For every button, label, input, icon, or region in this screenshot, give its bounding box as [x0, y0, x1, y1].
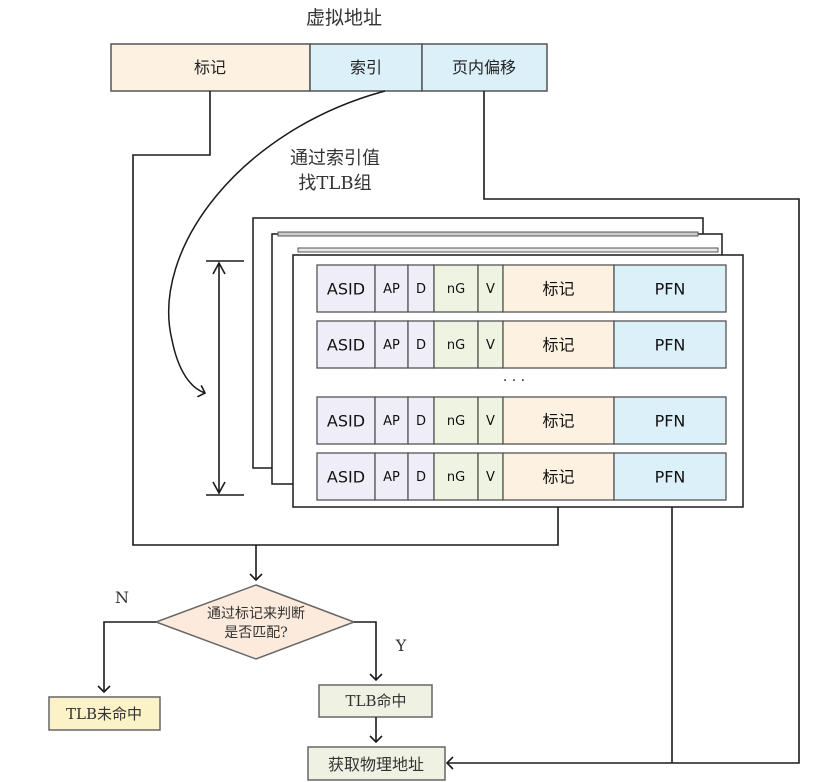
- va-field-tag: [110, 43, 311, 92]
- entry-field-ap-label: AP: [383, 470, 400, 485]
- entry-field-ap-label: AP: [383, 338, 400, 353]
- entry-field-pfn: [613, 396, 727, 445]
- entry-field-asid: [316, 264, 376, 313]
- decision-line1: 通过标记来判断: [207, 606, 305, 622]
- entry-field-tag: [502, 320, 615, 369]
- entry-field-pfn: [613, 320, 727, 369]
- entry-field-pfn-label: PFN: [655, 411, 686, 430]
- get-physical-address-label: 获取物理地址: [328, 755, 424, 774]
- va-tag-label: 标记: [194, 58, 226, 77]
- entry-field-tag-label: 标记: [542, 411, 574, 430]
- entry-field-d: [407, 264, 435, 313]
- tlb-miss-label: TLB未命中: [66, 705, 142, 723]
- entry-field-asid: [316, 396, 376, 445]
- entry-field-ap-label: AP: [383, 282, 400, 297]
- entry-field-asid: [316, 452, 376, 501]
- entry-field-ng-label: nG: [447, 414, 465, 429]
- va-field-index: [309, 43, 423, 92]
- tlb-hit-label: TLB命中: [346, 692, 407, 710]
- entry-field-v-label: V: [486, 470, 495, 485]
- entry-field-ng-label: nG: [447, 338, 465, 353]
- entry-field-ng: [433, 452, 479, 501]
- entry-field-tag-label: 标记: [542, 467, 574, 486]
- entry-field-ng: [433, 396, 479, 445]
- entry-field-asid-label: ASID: [327, 467, 365, 486]
- entry-field-tag-label: 标记: [542, 335, 574, 354]
- tlb-way-middle-entry-edge: [297, 247, 719, 253]
- va-index-label: 索引: [350, 58, 382, 77]
- entry-field-d-label: D: [416, 470, 426, 485]
- tlb-hit-box: [318, 684, 433, 718]
- match-decision-diamond: [153, 584, 357, 660]
- offset-line: [445, 91, 800, 770]
- entry-field-ap: [374, 396, 409, 445]
- index-annotation-line1: 通过索引值: [290, 148, 380, 169]
- entry-field-v: [477, 320, 504, 369]
- get-physical-address-box: [307, 746, 446, 781]
- entry-field-v: [477, 264, 504, 313]
- entry-field-v-label: V: [486, 282, 495, 297]
- tlb-way-back-entry-edge: [277, 231, 699, 237]
- entry-field-ap: [374, 320, 409, 369]
- entry-field-ng-label: nG: [447, 470, 465, 485]
- index-annotation-line2: 找TLB组: [298, 173, 371, 194]
- entry-field-asid-label: ASID: [327, 335, 365, 354]
- entry-field-pfn-label: PFN: [655, 335, 686, 354]
- entry-field-v-label: V: [486, 338, 495, 353]
- tag-compare-line: [132, 91, 559, 546]
- entry-field-pfn-label: PFN: [655, 279, 686, 298]
- virtual-address-bar: 标记 索引 页内偏移: [110, 43, 548, 92]
- no-branch-arrow: [97, 621, 156, 694]
- entry-field-pfn: [613, 452, 727, 501]
- entry-field-tag: [502, 396, 615, 445]
- entry-field-asid-label: ASID: [327, 411, 365, 430]
- entry-field-asid: [316, 320, 376, 369]
- entry-field-d-label: D: [416, 338, 426, 353]
- tlb-miss-box: [48, 696, 161, 731]
- entry-field-ng: [433, 320, 479, 369]
- entry-field-v-label: V: [486, 414, 495, 429]
- va-offset-label: 页内偏移: [452, 58, 516, 77]
- virtual-address-title: 虚拟地址: [306, 7, 382, 29]
- entry-field-pfn: [613, 264, 727, 313]
- index-curve-arrow: [167, 90, 386, 398]
- entries-ellipsis: · · ·: [503, 373, 525, 389]
- entry-field-d-label: D: [416, 414, 426, 429]
- entry-field-ng-label: nG: [447, 282, 465, 297]
- yes-branch-arrow: [354, 621, 383, 682]
- decision-line2: 是否匹配?: [224, 625, 288, 641]
- entry-field-d-label: D: [416, 282, 426, 297]
- entry-field-d: [407, 396, 435, 445]
- entry-field-ap-label: AP: [383, 414, 400, 429]
- entry-field-tag-label: 标记: [542, 279, 574, 298]
- entry-field-asid-label: ASID: [327, 279, 365, 298]
- yes-label: Y: [395, 636, 407, 655]
- entry-field-v: [477, 396, 504, 445]
- no-label: N: [115, 588, 129, 607]
- entry-field-pfn-label: PFN: [655, 467, 686, 486]
- set-size-dimension: [206, 260, 244, 496]
